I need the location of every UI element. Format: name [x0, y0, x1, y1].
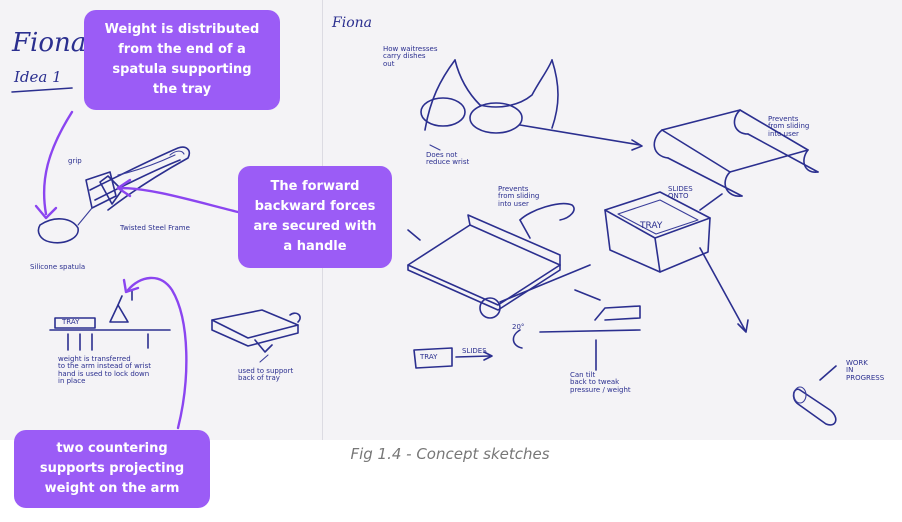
prevents-sliding-left-label: Prevents from sliding into user [498, 185, 540, 208]
callout-weight-distributed: Weight is distributed from the end of a … [84, 10, 280, 110]
idea-label: Idea 1 [14, 68, 62, 86]
work-in-progress-label: WORK IN PROGRESS [846, 359, 885, 382]
callout-two-countering: two countering supports projecting weigh… [14, 430, 210, 508]
slides-onto-label: SLIDES ONTO [668, 185, 693, 201]
tray-box-sketch [604, 191, 711, 273]
arrow-to-right [699, 247, 746, 331]
angle-label: 20° [512, 323, 525, 331]
silicone-spatula-label: Silicone spatula [30, 263, 86, 271]
arrow-to-tilt [574, 289, 601, 301]
wip-piece-sketch [792, 365, 837, 426]
small-tray-sketch [211, 309, 301, 363]
arrow-handle-to-grip [118, 186, 240, 214]
grip-label: grip [68, 157, 82, 165]
tray-force-diagram [49, 289, 171, 351]
name-left: Fiona [12, 28, 87, 58]
figure-caption: Fig 1.4 - Concept sketches [350, 445, 550, 463]
arrow-weight-to-spatula [42, 110, 74, 216]
used-to-support-label: used to support back of tray [238, 367, 294, 383]
arrow-to-frame [519, 124, 641, 146]
arrow-slides-onto [699, 193, 723, 211]
platform-sketch [407, 202, 591, 319]
can-tilt-label: Can tilt back to tweak pressure / weight [570, 371, 631, 394]
tray-small-label: TRAY [420, 353, 438, 361]
idea-underline [11, 87, 73, 93]
arrow-left-platform [407, 229, 421, 241]
does-not-reduce-label: Does not reduce wrist [426, 151, 470, 167]
curved-frame-sketch [653, 109, 819, 197]
weight-note: weight is transferred to the arm instead… [58, 355, 152, 386]
tray-label-right: TRAY [640, 221, 663, 231]
spatula-sketch [37, 146, 191, 244]
tilt-mechanism-sketch [512, 305, 641, 371]
name-right: Fiona [332, 15, 372, 31]
tray-slides-sketch [413, 347, 493, 369]
callout-forward-backward: The forward backward forces are secured … [238, 166, 392, 268]
how-waitresses-label: How waitresses carry dishes out [383, 45, 438, 68]
arrow-supports-to-diagram [126, 276, 188, 430]
waitress-torso-sketch [420, 59, 559, 151]
slides-small-label: SLIDES [462, 347, 487, 355]
prevents-sliding-top-label: Prevents from sliding into user [768, 115, 810, 138]
twisted-steel-frame-label: Twisted Steel Frame [120, 224, 190, 232]
tray-label-left: TRAY [62, 318, 80, 326]
